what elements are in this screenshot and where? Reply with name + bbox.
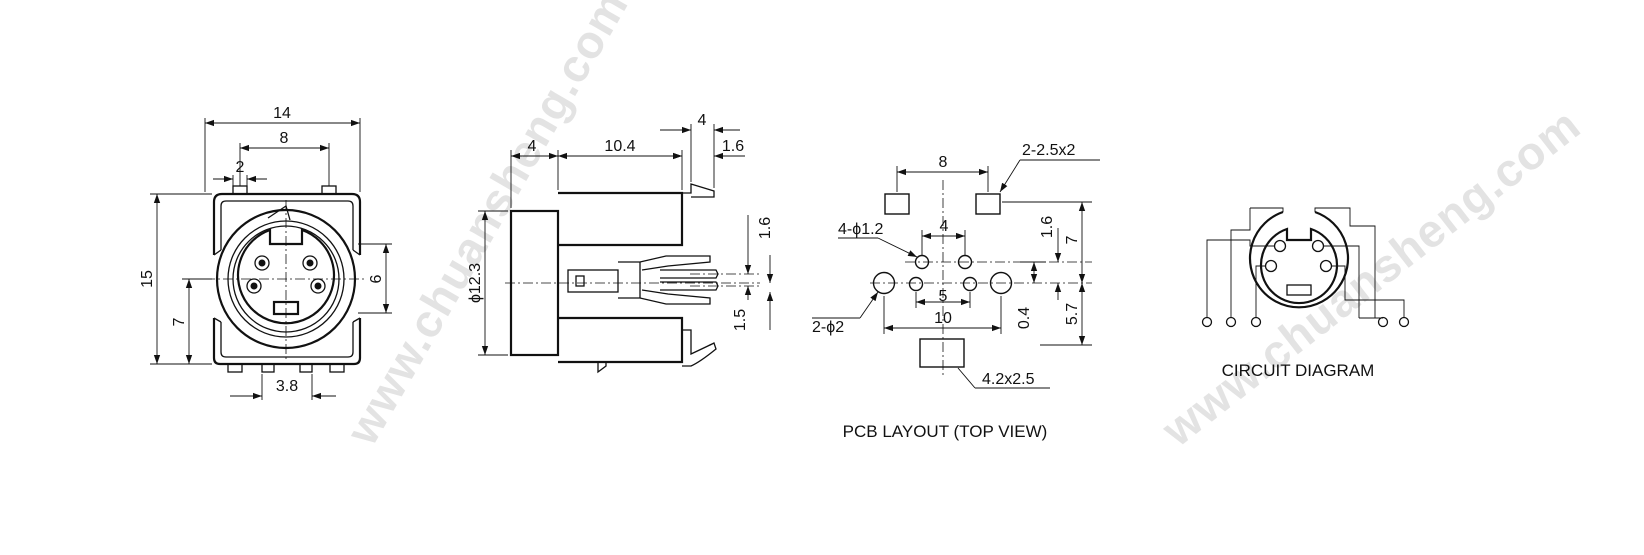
pin-1	[1273, 239, 1287, 253]
pcb-layout: 8 2-2.5x2 4 4-ϕ1.2 5 10 2-ϕ2 4.2	[812, 142, 1100, 441]
hole-lower-right	[962, 276, 978, 292]
hole-lower-left	[908, 276, 924, 292]
dim-tab-end-label: 1.6	[722, 138, 744, 155]
dim-center-height-label: 7	[171, 317, 188, 326]
dim-right-total-lower-label: 5.7	[1064, 303, 1081, 325]
circuit-diagram-caption: CIRCUIT DIAGRAM	[1222, 361, 1375, 380]
dim-width-label: 14	[273, 105, 291, 122]
watermark-text-left: www.chuansheng.com	[335, 0, 638, 454]
dim-front-depth-label: 4	[528, 138, 537, 155]
pcb-dimensions: 8 2-2.5x2 4 4-ϕ1.2 5 10 2-ϕ2 4.2	[812, 142, 1100, 389]
dim-top-tab-label: 4	[698, 112, 707, 129]
dim-upper-pin-label: 1.6	[757, 217, 774, 239]
side-body	[505, 183, 760, 374]
pcb-pads	[870, 180, 1092, 375]
dim-right-total-upper-label: 7	[1064, 235, 1081, 244]
watermark-text-right: www.chuansheng.com	[1151, 98, 1589, 456]
dim-pin-pitch-label: 8	[280, 130, 289, 147]
dim-lower-pin-label: 1.5	[732, 309, 749, 331]
front-view: 14 8 2 15 7 6 3.8	[139, 105, 392, 400]
bottom-pad	[919, 338, 965, 368]
dim-holes-label: 4-ϕ1.2	[838, 221, 884, 238]
dim-upper-hole-pitch-label: 4	[940, 218, 949, 235]
dim-body-length-label: 10.4	[604, 138, 635, 155]
dim-lower-hole-pitch-label: 5	[939, 288, 948, 305]
pin-3	[1264, 259, 1278, 273]
front-housing	[212, 185, 362, 373]
slot-pad-left	[884, 193, 910, 215]
dim-top-pin-label: 2	[236, 159, 245, 176]
dim-locating-holes-label: 2-ϕ2	[812, 319, 844, 336]
side-dimensions: 4 10.4 4 1.6 ϕ12.3 1.6 1.5	[467, 112, 774, 356]
pin-2	[1311, 239, 1325, 253]
slot-pad-right	[975, 193, 1001, 215]
front-dimensions: 14 8 2 15 7 6 3.8	[139, 105, 392, 400]
pcb-layout-caption: PCB LAYOUT (TOP VIEW)	[843, 422, 1048, 441]
dim-bottom-pin-label: 3.8	[276, 378, 298, 395]
side-view: 4 10.4 4 1.6 ϕ12.3 1.6 1.5	[467, 112, 774, 374]
circuit-diagram: CIRCUIT DIAGRAM	[1201, 207, 1410, 380]
watermark-layer: www.chuansheng.com www.chuansheng.com	[335, 0, 1590, 456]
dim-pad-pitch-label: 8	[939, 154, 948, 171]
dim-bottom-pad-label: 4.2x2.5	[982, 371, 1035, 388]
dim-lower-span-label: 10	[934, 310, 952, 327]
pin-5	[1286, 284, 1312, 296]
dim-right-lower-label: 0.4	[1016, 307, 1033, 329]
pin-4	[1319, 259, 1333, 273]
dim-slot-pads-label: 2-2.5x2	[1022, 142, 1075, 159]
dim-diameter-label: ϕ12.3	[467, 263, 484, 303]
dim-side-pins-label: 6	[368, 274, 385, 283]
dim-height-label: 15	[139, 270, 156, 288]
din-connector-face	[205, 200, 367, 360]
dim-right-upper-label: 1.6	[1039, 216, 1056, 238]
